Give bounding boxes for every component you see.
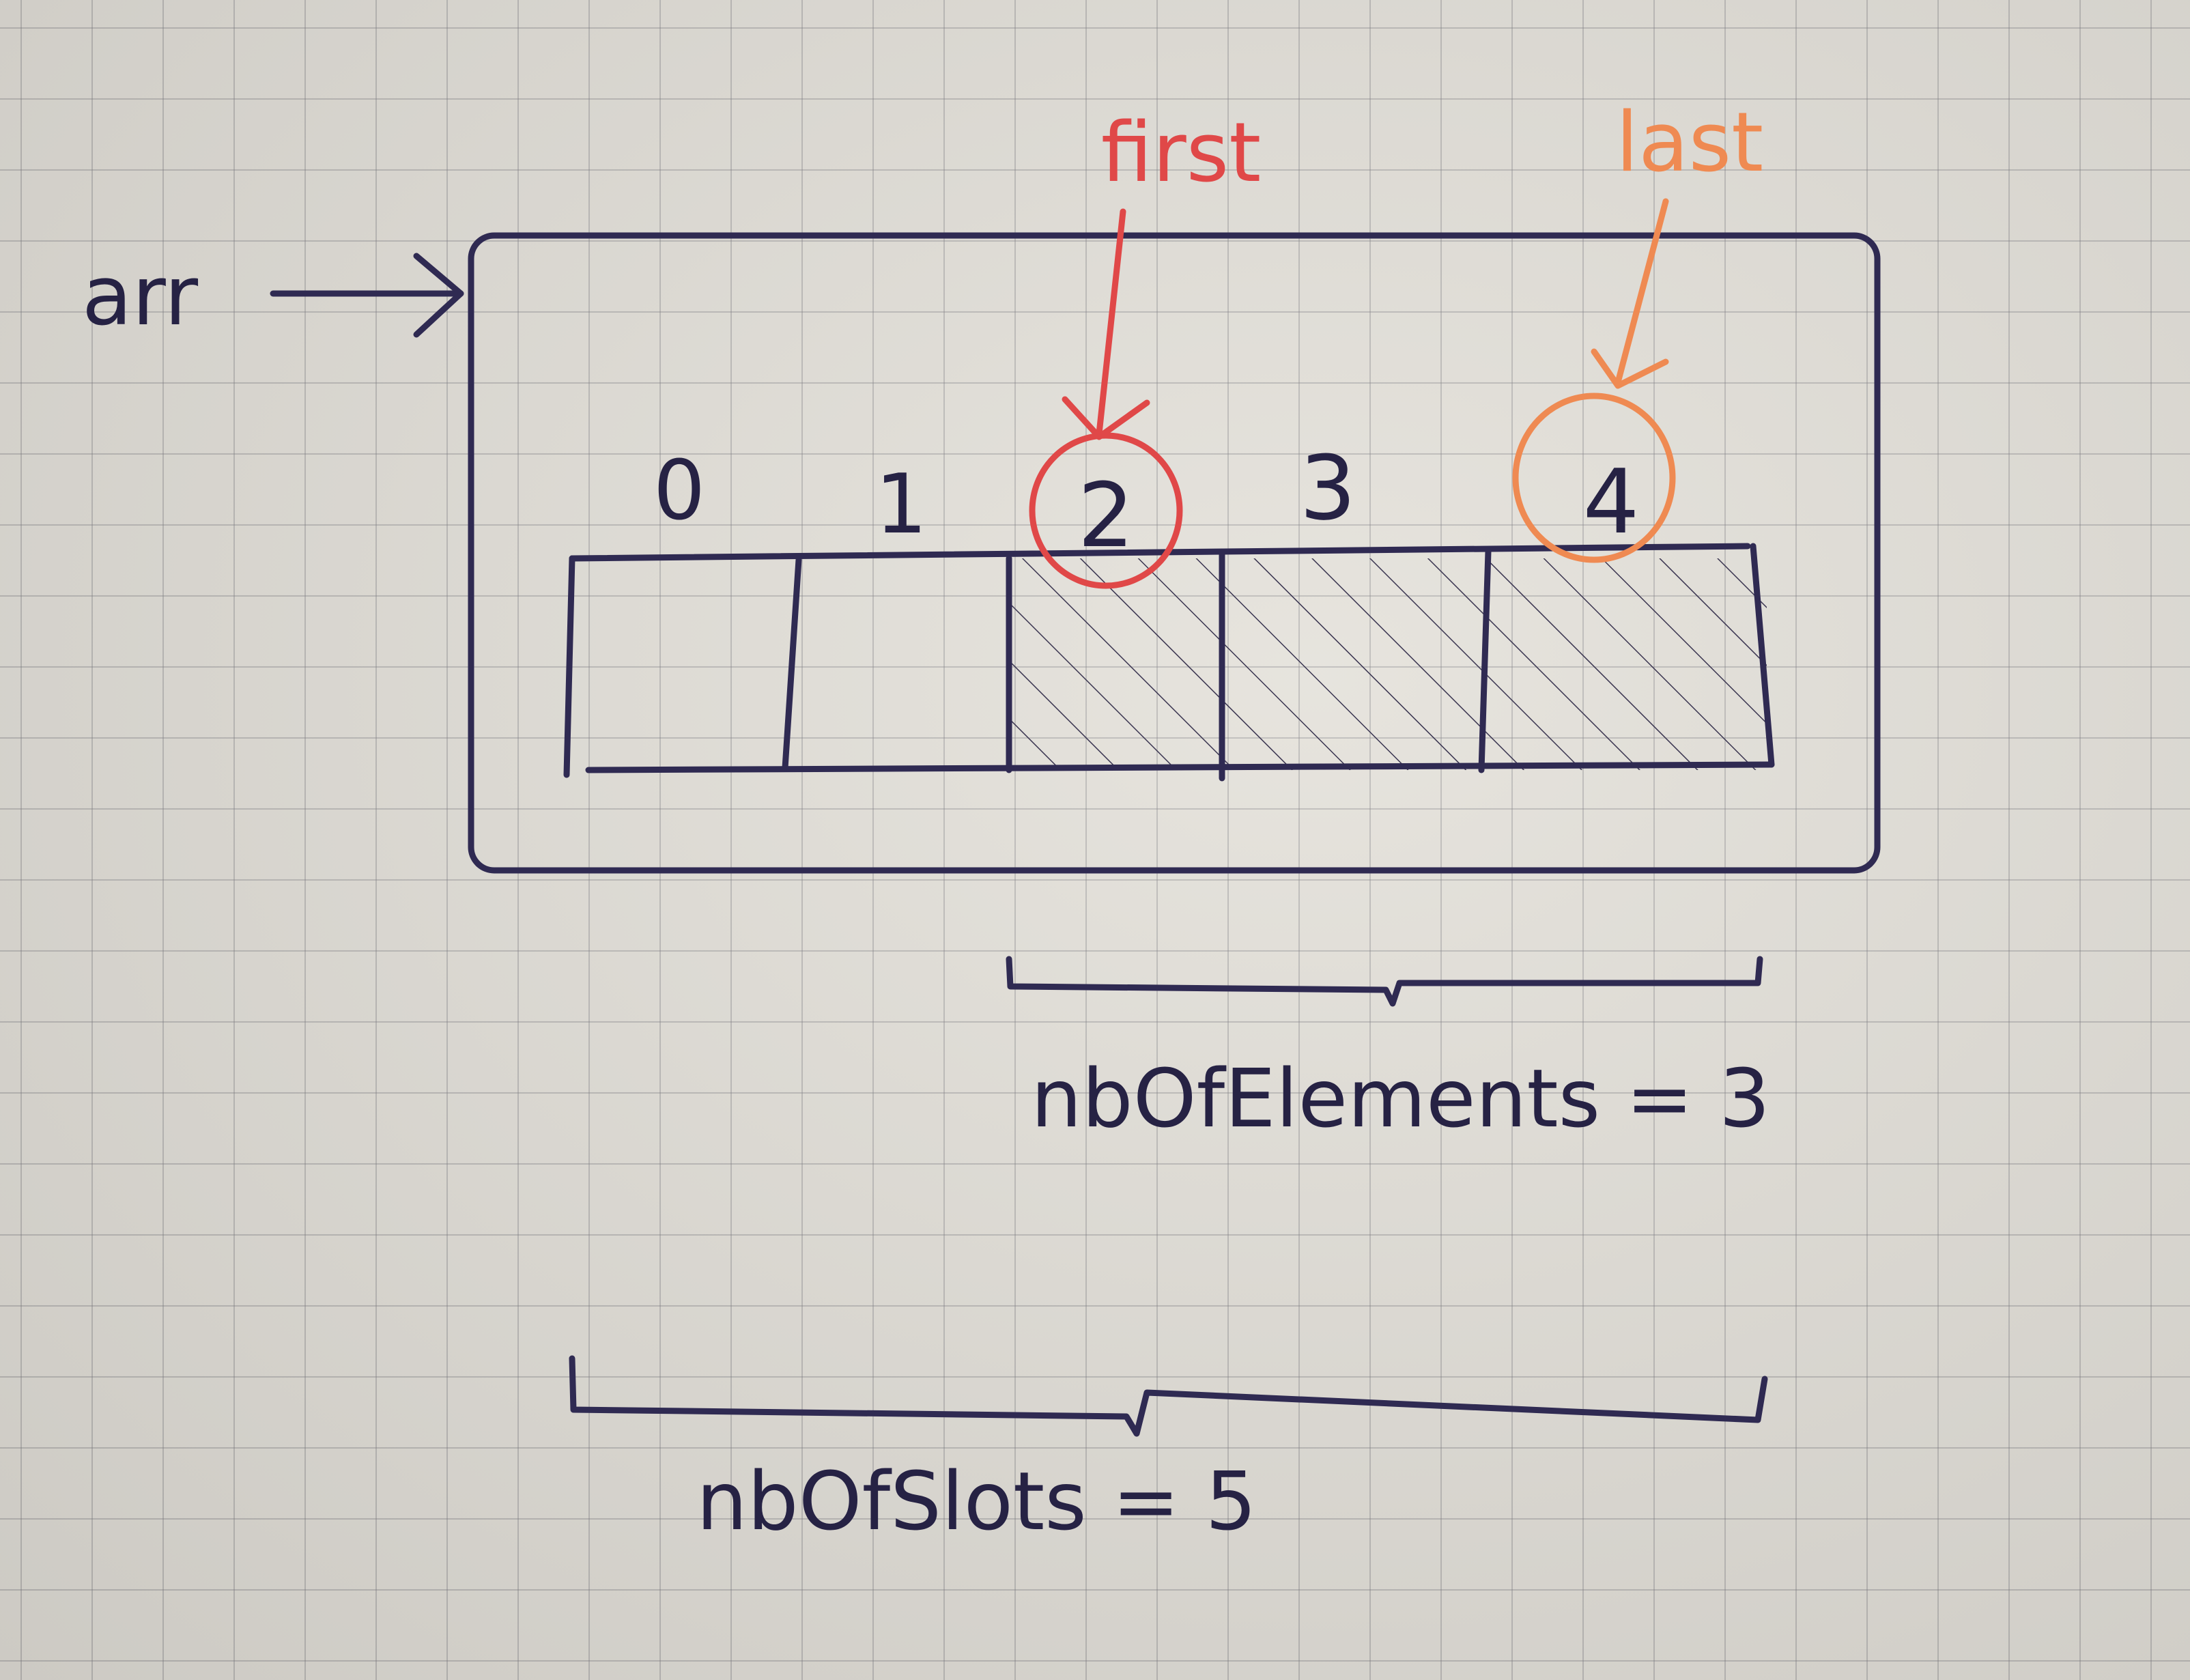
index-label: 1 [875, 457, 927, 552]
index-label: 4 [1583, 450, 1640, 554]
container-box [468, 232, 1881, 874]
last-label: last [1616, 96, 1763, 190]
last-pointer: last [1512, 96, 1763, 563]
index-label: 3 [1300, 436, 1356, 540]
arr-arrow [270, 253, 464, 338]
elements-label: nbOfElements = 3 [1031, 1051, 1770, 1145]
index-labels: 0 1 2 3 4 [653, 436, 1640, 567]
filled-slots-hatch [1009, 558, 1767, 770]
first-pointer: first [1029, 106, 1262, 589]
first-label: first [1101, 106, 1262, 201]
slots-label: nbOfSlots = 5 [696, 1454, 1257, 1548]
elements-brace [1006, 956, 1763, 1007]
slots-brace [569, 1355, 1768, 1437]
index-label: 2 [1078, 464, 1135, 567]
index-label: 0 [653, 444, 705, 539]
pointer-label: arr [82, 249, 199, 344]
